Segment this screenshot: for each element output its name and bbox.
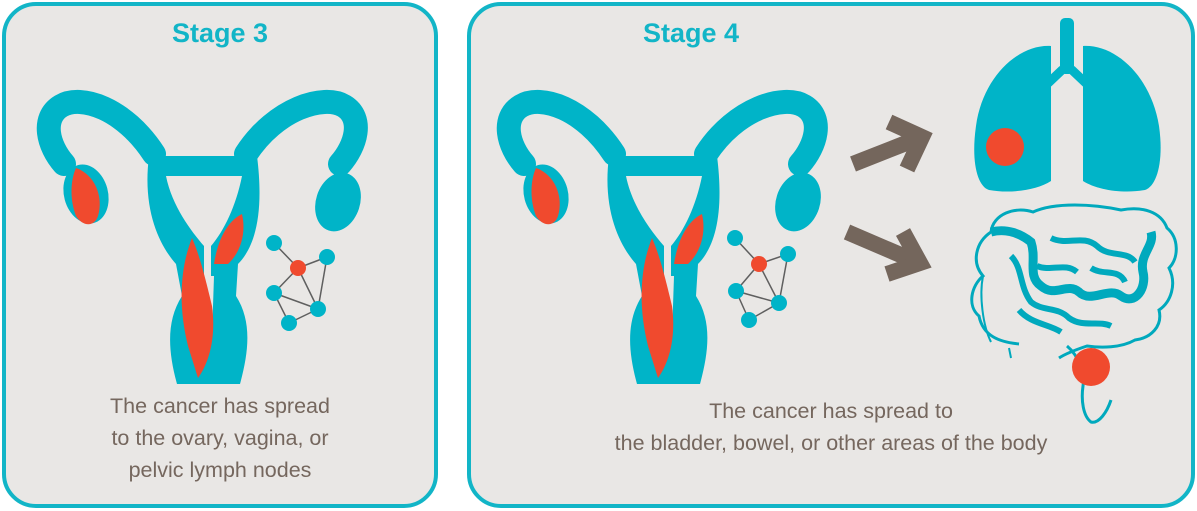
caption-line: The cancer has spread to <box>471 395 1191 427</box>
caption-line: the bladder, bowel, or other areas of th… <box>471 427 1191 459</box>
lungs-icon <box>974 18 1160 192</box>
caption-line: to the ovary, vagina, or <box>6 422 434 454</box>
stage-3-panel: Stage 3 <box>2 2 438 508</box>
arrow-icon <box>853 122 922 169</box>
uterus-icon <box>509 102 828 384</box>
bowel-icon <box>972 205 1177 422</box>
lymph-node-icon <box>727 230 796 328</box>
caption-line: pelvic lymph nodes <box>6 454 434 486</box>
stage-3-caption: The cancer has spread to the ovary, vagi… <box>6 390 434 486</box>
lymph-node-icon <box>266 235 335 331</box>
stage-4-panel: Stage 4 <box>467 2 1195 508</box>
uterus-icon <box>49 102 368 384</box>
stage-4-caption: The cancer has spread to the bladder, bo… <box>471 395 1191 459</box>
arrow-icon <box>847 232 920 274</box>
caption-line: The cancer has spread <box>6 390 434 422</box>
